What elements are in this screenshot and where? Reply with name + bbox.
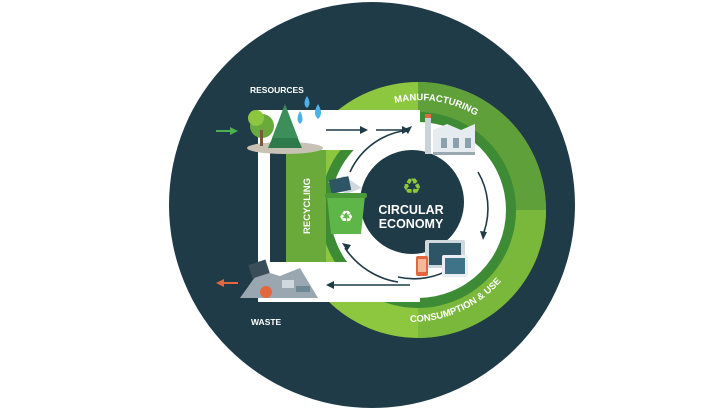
recycling-band (286, 150, 326, 262)
devices-illustration (416, 240, 468, 277)
flow-arrow-left-head (342, 243, 351, 251)
waste-pile-illustration (240, 259, 318, 298)
label-waste: WASTE (251, 317, 282, 327)
output-arrow-head (216, 279, 224, 287)
inner-core (360, 150, 464, 254)
factory-illustration (425, 114, 475, 155)
flow-arrow-right (477, 171, 489, 233)
flow-arrow-right-head (480, 231, 487, 240)
label-recycling: RECYCLING (302, 178, 313, 234)
center-title-line1: CIRCULAR (378, 203, 443, 217)
center-title-line2: ECONOMY (379, 217, 444, 231)
arrow-to-waste-head (326, 281, 334, 289)
flow-arrow-left (344, 247, 399, 283)
input-arrow-head (230, 127, 238, 135)
arrow-head-2 (402, 126, 410, 134)
recycle-icon: ♻ (402, 175, 422, 200)
flow-arrow-top (349, 129, 411, 173)
label-resources: RESOURCES (250, 85, 304, 95)
resources-illustration (247, 96, 323, 154)
recycle-bin-illustration: ♻ (325, 176, 367, 234)
svg-text:♻: ♻ (339, 207, 353, 226)
arrow-head-1 (360, 126, 368, 134)
